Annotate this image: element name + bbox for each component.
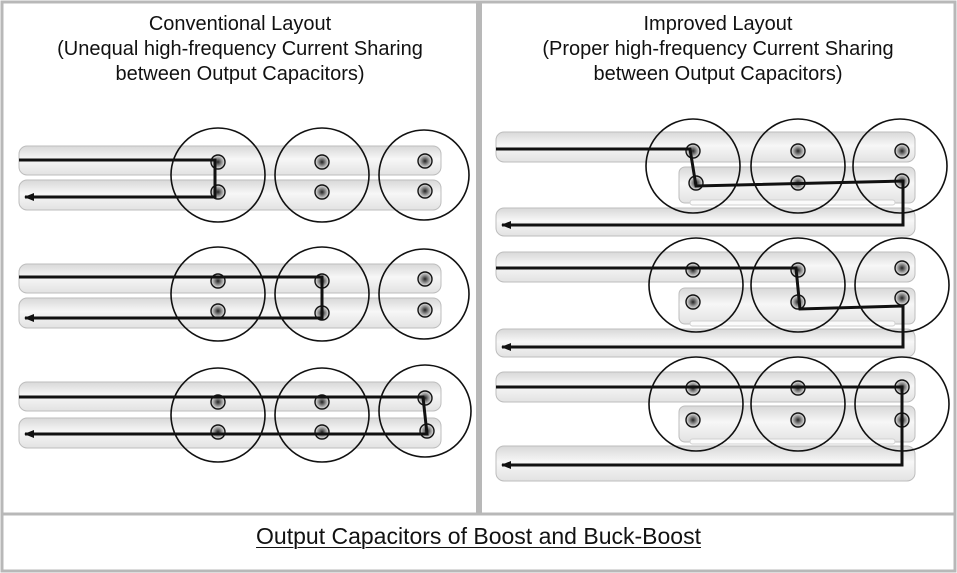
current-path <box>19 275 324 322</box>
improved-layout-group <box>495 118 950 482</box>
capacitor-1 <box>170 127 266 223</box>
terminal <box>685 143 701 159</box>
conventional-row-1 <box>18 127 470 223</box>
capacitor-2 <box>274 246 370 342</box>
improved-block-3 <box>495 356 950 482</box>
current-path <box>496 266 905 351</box>
copper-plane-bottom <box>18 297 442 329</box>
terminal <box>417 183 433 199</box>
terminal <box>790 143 806 159</box>
capacitor-1 <box>648 237 744 333</box>
plane-highlight <box>689 199 896 206</box>
terminal <box>417 271 433 287</box>
terminal <box>685 294 701 310</box>
terminal <box>790 412 806 428</box>
capacitor-2 <box>750 118 846 214</box>
conventional-row-3 <box>18 364 472 463</box>
copper-plane-return <box>495 328 916 358</box>
copper-plane-input <box>495 131 916 163</box>
plane-highlight <box>689 438 896 445</box>
terminal <box>314 424 330 440</box>
current-path <box>496 385 904 469</box>
improved-block-1 <box>495 118 948 237</box>
title-line: between Output Capacitors) <box>593 63 843 85</box>
terminal <box>894 260 910 276</box>
terminal <box>314 154 330 170</box>
footer-caption: Output Capacitors of Boost and Buck-Boos… <box>0 523 957 550</box>
capacitor-1 <box>170 246 266 342</box>
improved-block-2 <box>495 237 950 358</box>
title-line: between Output Capacitors) <box>115 63 365 85</box>
title-line: Conventional Layout <box>148 13 332 35</box>
conventional-row-2 <box>18 246 470 342</box>
terminal <box>210 303 226 319</box>
terminal <box>894 290 910 306</box>
title-line: Improved Layout <box>643 13 793 35</box>
current-path <box>19 395 429 438</box>
copper-plane-return <box>495 207 916 237</box>
terminal <box>210 424 226 440</box>
caption-text: Output Capacitors of Boost and Buck-Boos… <box>256 523 701 549</box>
terminal <box>417 153 433 169</box>
capacitor-3 <box>852 118 948 214</box>
terminal <box>417 302 433 318</box>
capacitor-1 <box>648 356 744 452</box>
capacitor-1 <box>170 367 266 463</box>
capacitor-2 <box>274 367 370 463</box>
title-line: (Proper high-frequency Current Sharing <box>542 38 894 60</box>
improved-layout-title: Improved Layout (Proper high-frequency C… <box>483 12 953 87</box>
terminal <box>685 262 701 278</box>
capacitor-2 <box>750 237 846 333</box>
current-path <box>19 158 217 201</box>
capacitor-2 <box>274 127 370 223</box>
plane-highlight <box>689 320 896 327</box>
capacitor-3 <box>378 248 470 340</box>
terminal <box>685 412 701 428</box>
capacitor-2 <box>750 356 846 452</box>
terminal <box>314 184 330 200</box>
capacitor-1 <box>645 118 741 214</box>
terminal-group <box>210 271 433 321</box>
terminal <box>210 154 226 170</box>
capacitor-3 <box>378 364 472 458</box>
capacitor-3 <box>378 129 470 221</box>
current-path <box>496 147 905 229</box>
copper-plane-bottom <box>18 179 442 211</box>
conventional-layout-title: Conventional Layout (Unequal high-freque… <box>5 12 475 87</box>
terminal <box>894 143 910 159</box>
terminal-group <box>685 379 910 428</box>
conventional-layout-group <box>18 127 472 463</box>
title-line: (Unequal high-frequency Current Sharing <box>57 38 423 60</box>
